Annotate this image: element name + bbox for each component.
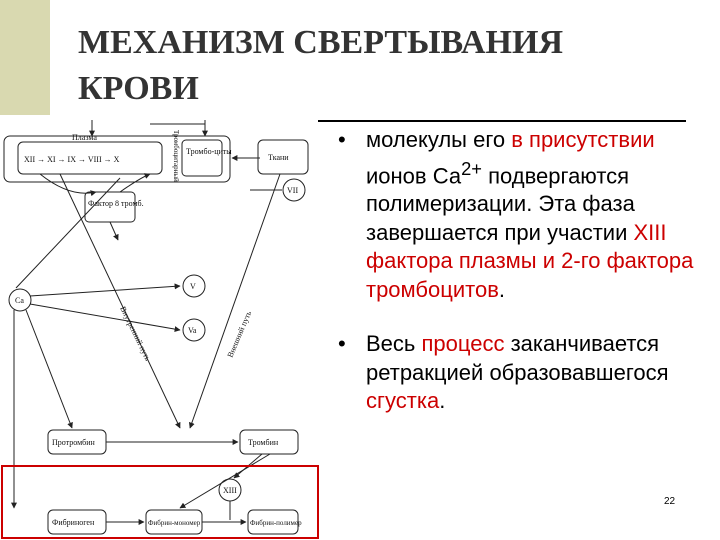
b2-text-2: заканчивается ретракцией образовавшегося [366, 331, 669, 385]
b1-text-4: . Эта фаза завершается при участии [366, 191, 635, 245]
bullet-item-1: молекулы его в присутствии ионов Са2+ по… [332, 126, 717, 304]
sidebar-strip [0, 0, 50, 115]
xiii-label: XIII [223, 486, 237, 495]
slide-title: МЕХАНИЗМ СВЕРТЫВАНИЯ КРОВИ [78, 24, 563, 107]
factors-label: XII → XI → IX → VIII → X [24, 155, 120, 164]
va-circle [182, 318, 206, 342]
vertical-label: Тромбоцитарный [172, 130, 180, 182]
platelet-label: Тромбо-циты [186, 147, 232, 156]
vii-label: VII [287, 186, 298, 195]
diag-left-label: Внутренний путь [118, 305, 152, 363]
thrombin-label: Тромбин [248, 438, 279, 447]
b1-highlight-2: XIII фактора плазмы и 2-го фактора тромб… [366, 219, 694, 302]
b2-text-3: . [439, 388, 446, 414]
b1-highlight-1: в присутствии [511, 127, 655, 152]
title-rule [318, 120, 686, 122]
vii-circle [282, 178, 306, 202]
plasma-label: Плазма [72, 133, 97, 142]
platelet-box [181, 139, 223, 177]
fibrin-polymer-box [247, 509, 299, 535]
highlight-frame [1, 465, 319, 539]
v-circle [182, 274, 206, 298]
b2-highlight-2: сгустка [366, 388, 440, 414]
bullet-item-2: Весь процесс заканчивается ретракцией об… [332, 330, 717, 416]
b1-text-2: ионов Са [366, 162, 462, 188]
tissue-label: Ткани [268, 153, 289, 162]
fibrin-monomer-label: Фибрин-мономер [148, 519, 201, 527]
fibrinogen-label: Фибриноген [52, 518, 95, 527]
b2-highlight-1: процесс [421, 331, 505, 357]
va-label: Va [188, 326, 197, 335]
ca-label: Ca [15, 296, 24, 305]
coagulation-diagram: Плазма XII → XI → IX → VIII → X Тромбо-ц… [1, 120, 319, 539]
ca-circle [8, 288, 32, 312]
b1-superscript: 2+ [461, 157, 482, 179]
thrombin-box [239, 429, 299, 455]
factors-box [17, 141, 163, 175]
v-label: V [190, 282, 196, 291]
b1-text-3: подвергаются полимеризации [366, 162, 630, 217]
b1-text-1: молекулы его [366, 127, 512, 152]
fibrin-polymer-label: Фибрин-полимер [250, 519, 302, 527]
prothrombin-label: Протромбин [52, 438, 96, 447]
tissue-box [257, 139, 309, 175]
b1-text-5: . [498, 276, 506, 302]
b2-text-1: Весь [366, 331, 422, 357]
bullet-list: молекулы его в присутствии ионов Са2+ по… [332, 126, 717, 442]
page-number: 22 [664, 496, 676, 507]
plasma-frame [3, 135, 231, 183]
factor8-label: Фактор 8 тромб. [88, 199, 144, 208]
